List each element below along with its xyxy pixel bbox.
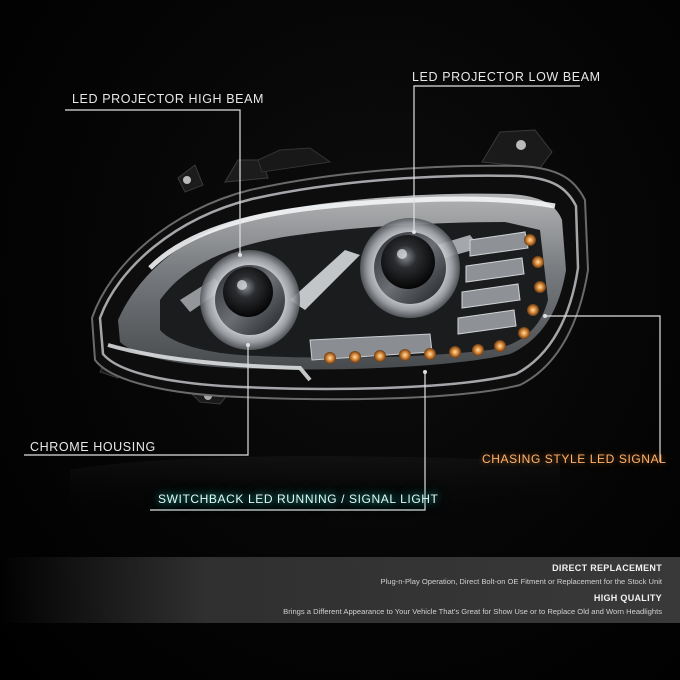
feature-info-bar: DIRECT REPLACEMENT Plug-n-Play Operation… [0,557,680,623]
light-bar [107,343,312,382]
callout-line-low-beam [413,85,580,232]
callout-line-switchback [150,372,426,511]
callout-lines [24,85,661,511]
chrome-fin [290,250,360,310]
callout-line-chrome [24,345,249,456]
signal-slats [309,231,529,361]
light-bar [148,196,556,270]
bolt [183,176,191,184]
feature-title-direct-replacement: DIRECT REPLACEMENT [552,563,662,573]
callout-dots [238,230,547,374]
projector-highlight [397,249,407,259]
switchback-led-row [324,340,506,364]
callout-low-beam: LED PROJECTOR LOW BEAM [412,70,601,84]
callout-chrome-housing: CHROME HOUSING [30,440,156,454]
projector-highlight [237,280,247,290]
high-beam-projector [223,267,273,317]
callout-high-beam: LED PROJECTOR HIGH BEAM [72,92,265,106]
bolt [516,140,526,150]
feature-text-direct-replacement: Plug-n-Play Operation, Direct Bolt-on OE… [380,577,662,586]
callout-switchback: SWITCHBACK LED RUNNING / SIGNAL LIGHT [158,492,439,506]
callout-line-high-beam [65,109,241,255]
chasing-led-signal [518,234,546,339]
lens-rim [98,174,580,391]
floor-reflection [70,456,560,520]
mounting-tab [481,129,553,169]
feature-title-high-quality: HIGH QUALITY [593,593,662,603]
callout-chasing-signal: CHASING STYLE LED SIGNAL [482,452,667,466]
callout-line-chasing [545,315,661,462]
mounting-tab [257,147,332,173]
feature-text-high-quality: Brings a Different Appearance to Your Ve… [283,607,662,616]
low-beam-projector [381,235,435,289]
